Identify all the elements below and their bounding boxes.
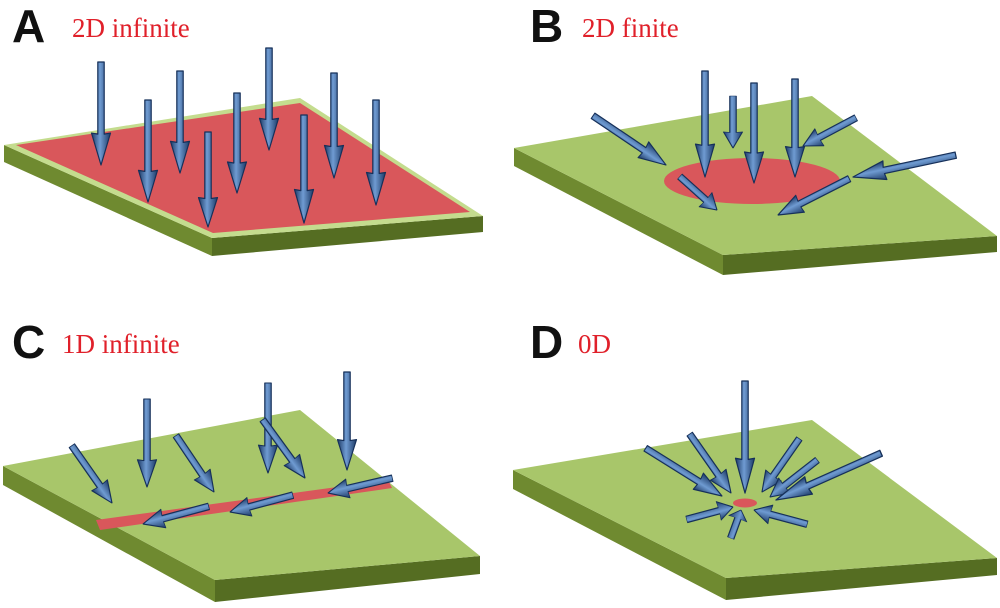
plate-side-right [726,558,997,600]
panel-title: 1D infinite [62,329,180,359]
plate-side-left [513,470,726,600]
panel-title: 2D infinite [72,13,190,43]
plate [4,98,483,256]
absorbing-region [733,498,757,508]
plate-top [3,410,480,580]
plate-side-left [4,145,212,256]
panel-letter: C [12,316,45,368]
panel-b: B 2D finite [514,0,997,275]
panel-title: 2D finite [582,13,679,43]
plate [513,420,997,600]
plate-side-left [3,466,215,602]
panel-letter: A [12,0,45,52]
plate-top [513,420,997,578]
panel-d: D 0D [513,316,997,600]
panel-c: C 1D infinite [3,316,480,602]
plate-side-right [215,556,480,602]
plate-side-right [212,216,483,256]
panel-title: 0D [578,329,611,359]
panel-letter: D [530,316,563,368]
panel-a: A 2D infinite [4,0,483,256]
plate-side-right [723,236,997,275]
panel-letter: B [530,0,563,52]
plate-side-left [514,148,723,275]
